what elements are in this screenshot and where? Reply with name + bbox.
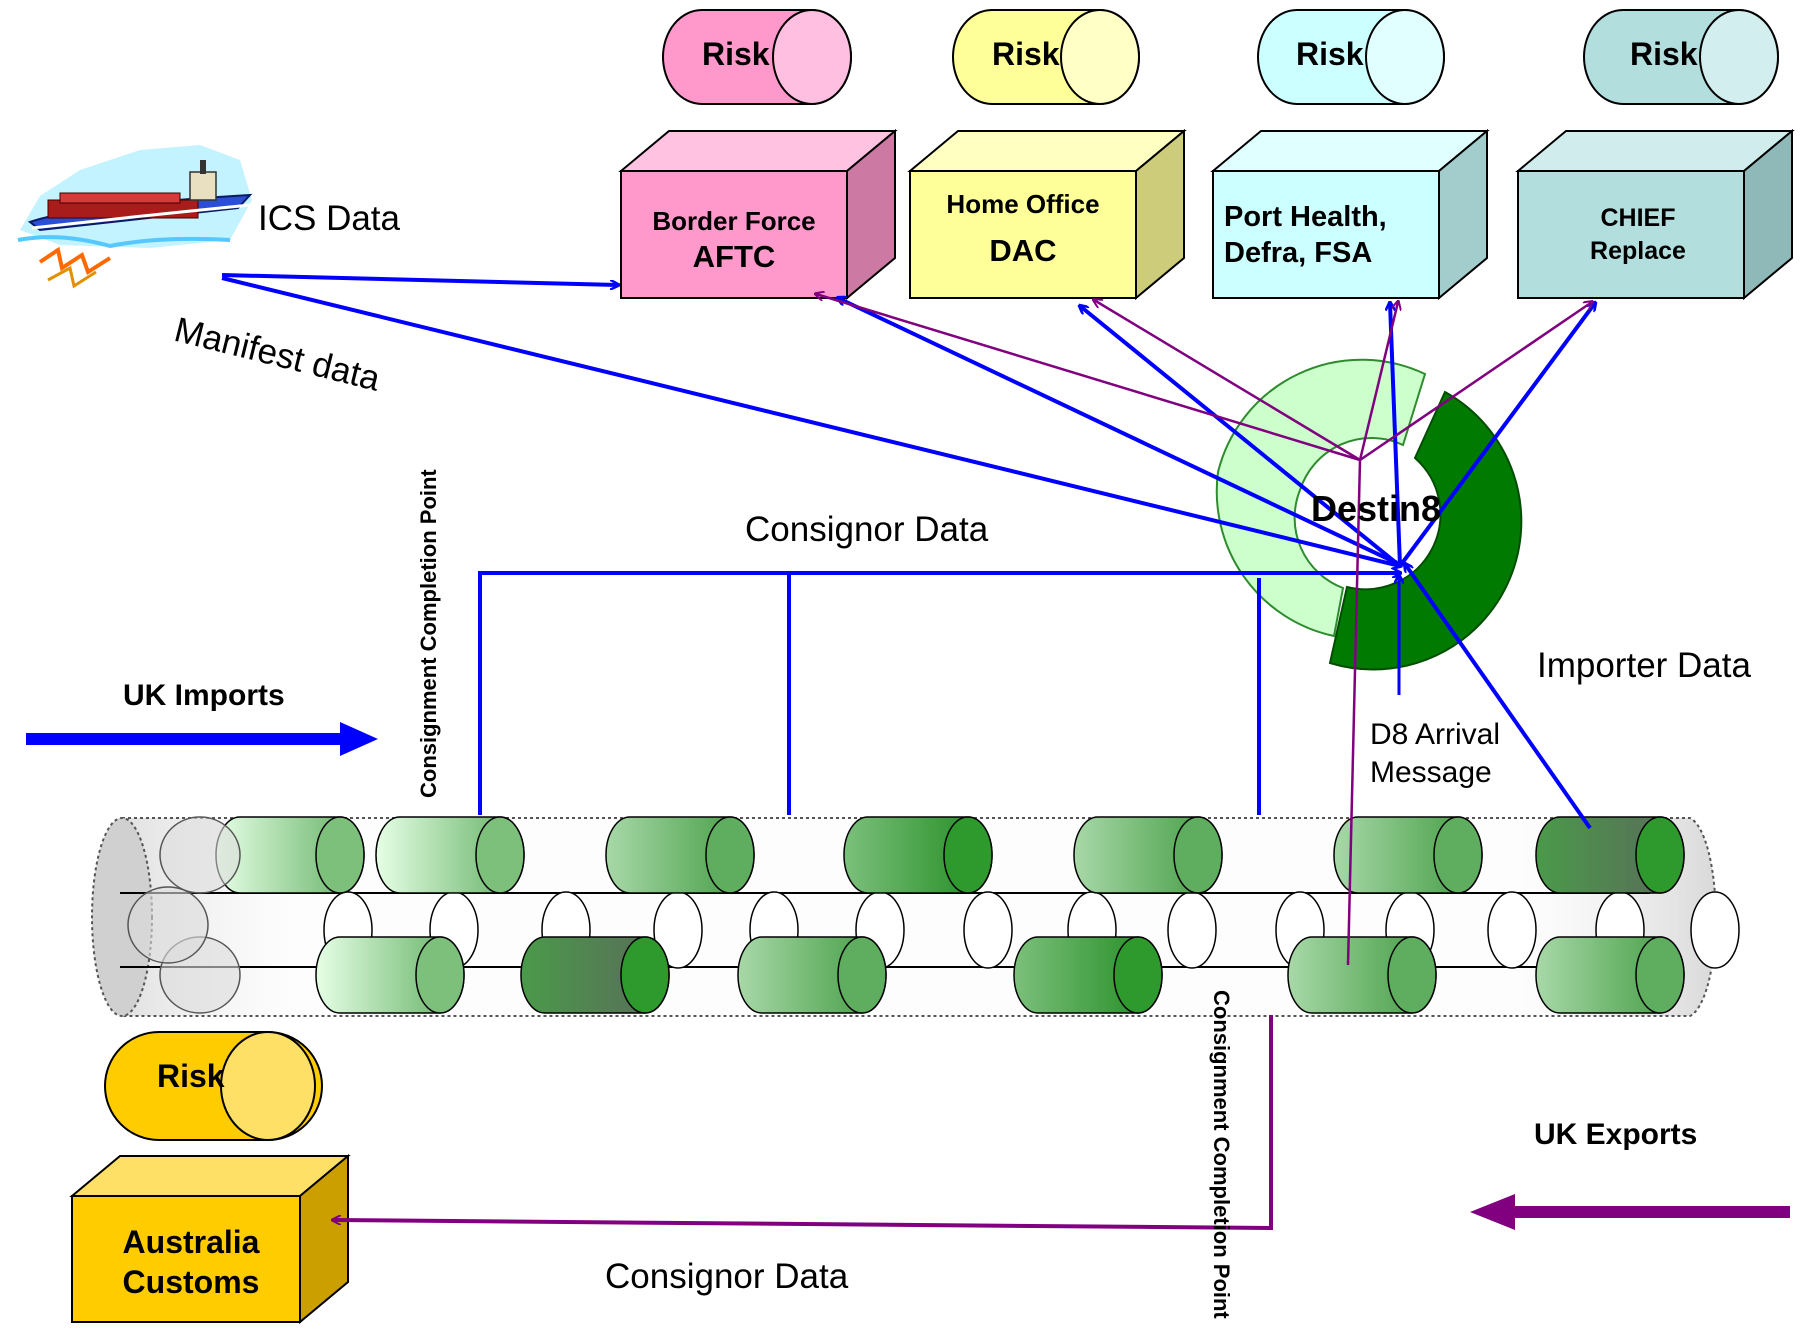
container-bottom-3 <box>737 936 887 1014</box>
pipe-end-ring <box>159 816 241 894</box>
agency-line2: Customs <box>122 1264 260 1300</box>
agency-box-chief <box>1515 128 1795 301</box>
consignor-data-label-bottom: Consignor Data <box>605 1257 849 1296</box>
agency-box-port-health <box>1210 128 1490 301</box>
uk-imports-label: UK Imports <box>123 679 285 712</box>
container-top-5 <box>1073 816 1223 894</box>
ics-data-label: ICS Data <box>258 199 400 238</box>
agency-label-home-office: Home Office DAC <box>910 184 1136 275</box>
importer-data-arrow <box>1405 564 1592 830</box>
agency-line2: Defra, FSA <box>1224 237 1373 270</box>
agency-box-home-office <box>907 128 1187 301</box>
importer-data-label: Importer Data <box>1537 646 1751 685</box>
container-top-7 <box>1535 816 1685 894</box>
container-bottom-6 <box>1535 936 1685 1014</box>
risk-cylinder-chief <box>1583 9 1779 105</box>
consignor-data-bus <box>478 573 1400 815</box>
container-bottom-2 <box>520 936 670 1014</box>
ics-data-arrow <box>221 273 618 285</box>
risk-label-home-office: Risk <box>992 36 1060 72</box>
d8-arrival-label: D8 Arrival Message <box>1370 716 1500 792</box>
agency-box-australia-customs <box>69 1153 351 1325</box>
container-bottom-4 <box>1013 936 1163 1014</box>
risk-label-chief: Risk <box>1630 36 1698 72</box>
pipe-ring <box>1690 891 1740 969</box>
container-top-6 <box>1333 816 1483 894</box>
uk-imports-arrow <box>26 722 378 756</box>
agency-label-chief: CHIEF Replace <box>1518 202 1758 267</box>
destin8-label: Destin8 <box>1311 488 1442 529</box>
risk-cylinder-australia <box>104 1031 323 1141</box>
risk-label-australia: Risk <box>157 1058 225 1094</box>
agency-line2: DAC <box>989 232 1057 268</box>
pipe-ring <box>1167 891 1217 969</box>
agency-line2: Replace <box>1590 236 1686 265</box>
agency-line2: AFTC <box>692 238 776 274</box>
pipe-ring <box>963 891 1013 969</box>
container-top-3 <box>605 816 755 894</box>
agency-box-border-force <box>618 128 898 301</box>
container-top-4 <box>843 816 993 894</box>
risk-cylinder-port-health <box>1257 9 1445 105</box>
d8-arrival-line1: D8 Arrival <box>1370 718 1501 751</box>
agency-label-port-health: Port Health, Defra, FSA <box>1224 199 1424 272</box>
flow-lines <box>221 273 1595 1231</box>
risk-cylinder-home-office <box>952 9 1140 105</box>
agency-line1: Border Force <box>652 206 816 236</box>
completion-point-label-right: Consignment Completion Point <box>1209 990 1234 1319</box>
pipeline <box>91 816 1740 1017</box>
agency-label-australia-customs: Australia Customs <box>72 1222 310 1302</box>
container-bottom-5 <box>1287 936 1437 1014</box>
agency-line1: Port Health, <box>1224 201 1387 233</box>
agency-line1: Australia <box>122 1224 260 1260</box>
uk-exports-label: UK Exports <box>1534 1118 1698 1151</box>
export-consignor-data-line <box>333 1015 1273 1231</box>
risk-cylinder-border-force <box>662 9 852 105</box>
container-bottom-1 <box>315 936 465 1014</box>
d8-arrival-line2: Message <box>1370 756 1492 789</box>
risk-label-port-health: Risk <box>1296 36 1364 72</box>
container-top-2 <box>375 816 525 894</box>
pipe-ring <box>1487 891 1537 969</box>
container-top-1 <box>215 816 365 894</box>
pipe-end-ring <box>127 886 209 964</box>
container-group <box>127 816 1740 1014</box>
agency-label-border-force: Border Force AFTC <box>621 205 847 276</box>
agency-line1: Home Office <box>946 189 1100 219</box>
completion-point-label-left: Consignment Completion Point <box>416 469 441 798</box>
uk-exports-arrow <box>1470 1194 1790 1230</box>
consignor-data-label-top: Consignor Data <box>745 510 989 549</box>
agency-line1: CHIEF <box>1600 204 1676 232</box>
risk-label-border-force: Risk <box>702 36 770 72</box>
manifest-data-arrow <box>221 276 1400 566</box>
cargo-ship-icon <box>17 145 253 289</box>
